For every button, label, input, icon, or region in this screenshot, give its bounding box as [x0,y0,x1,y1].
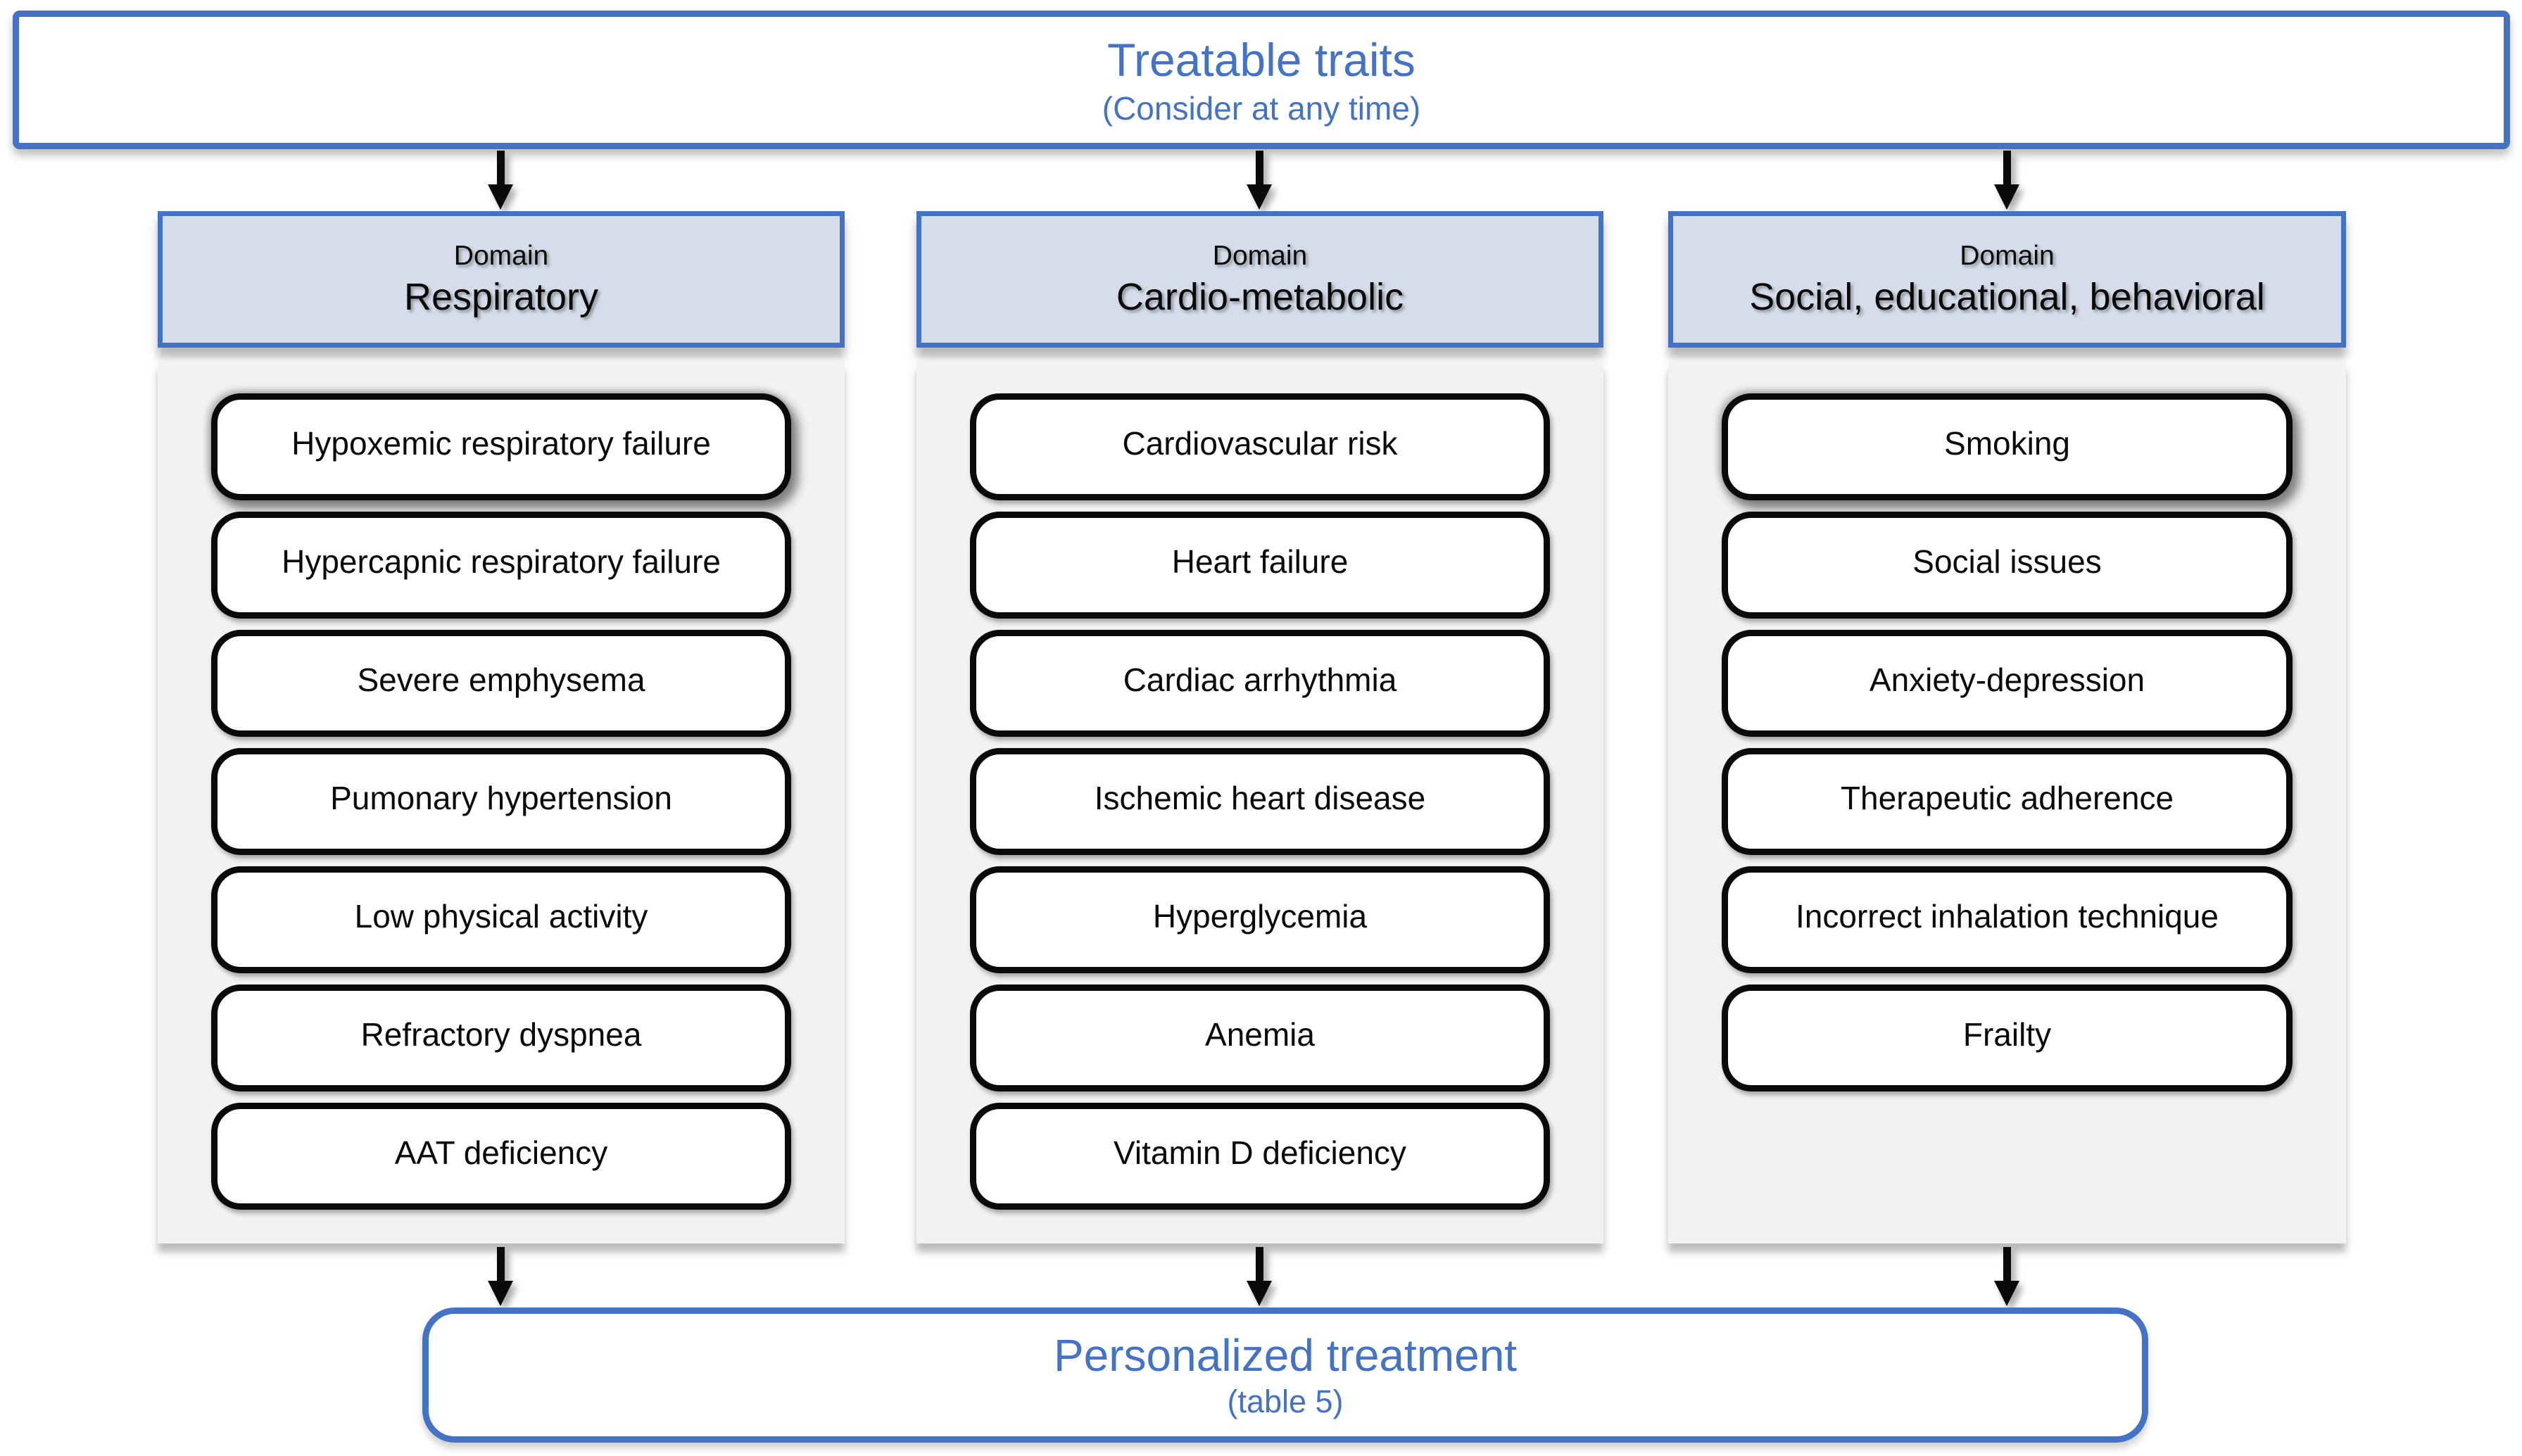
diagram-subtitle: (Consider at any time) [1102,89,1421,127]
trait-box: Cardiac arrhythmia [970,630,1550,737]
trait-box: Hyperglycemia [970,866,1550,973]
arrow-stem [1255,1247,1263,1281]
trait-box: Vitamin D deficiency [970,1103,1550,1210]
trait-box: AAT deficiency [211,1103,791,1210]
trait-box: Frailty [1722,985,2293,1091]
trait-box: Anxiety-depression [1722,630,2293,737]
domain-header-cardio-metabolic: Domain Cardio-metabolic [916,211,1603,348]
arrow-down-icon [488,151,513,210]
arrow-head [1994,184,2019,210]
arrow-stem [2003,1247,2011,1281]
trait-box: Cardiovascular risk [970,393,1550,500]
trait-box: Anemia [970,985,1550,1091]
arrow-down-icon [1994,1247,2019,1306]
trait-box: Smoking [1722,393,2293,500]
arrow-head [1994,1281,2019,1306]
arrow-down-icon [1247,1247,1272,1306]
arrow-stem [496,1247,505,1281]
diagram-title: Treatable traits [1107,33,1416,86]
trait-box: Ischemic heart disease [970,748,1550,855]
trait-box: Therapeutic adherence [1722,748,2293,855]
domain-header-respiratory: Domain Respiratory [158,211,845,348]
arrow-head [1247,1281,1272,1306]
domain-header-social-educational-behavioral: Domain Social, educational, behavioral [1668,211,2346,348]
arrow-head [488,1281,513,1306]
column-social-educational-behavioral: Domain Social, educational, behavioral S… [1668,211,2346,1243]
domain-name: Social, educational, behavioral [1749,276,2265,318]
trait-box: Incorrect inhalation technique [1722,866,2293,973]
arrow-down-icon [1994,151,2019,210]
domain-name: Respiratory [403,276,599,318]
treatable-traits-box: Treatable traits (Consider at any time) [13,11,2510,149]
personalized-treatment-title: Personalized treatment [1053,1330,1518,1381]
arrow-stem [2003,151,2011,184]
column-respiratory: Domain Respiratory Hypoxemic respiratory… [158,211,845,1243]
trait-box: Social issues [1722,512,2293,619]
trait-box: Low physical activity [211,866,791,973]
personalized-treatment-subtitle: (table 5) [1227,1384,1344,1419]
column-cardio-metabolic: Domain Cardio-metabolic Cardiovascular r… [916,211,1603,1243]
trait-box: Heart failure [970,512,1550,619]
arrow-down-icon [1247,151,1272,210]
trait-box: Refractory dyspnea [211,985,791,1091]
domain-label: Domain [1960,241,2055,271]
arrow-stem [1255,151,1263,184]
trait-box: Hypercapnic respiratory failure [211,512,791,619]
arrow-head [488,184,513,210]
trait-box: Hypoxemic respiratory failure [211,393,791,500]
arrow-down-icon [488,1247,513,1306]
domain-label: Domain [1212,241,1308,271]
domain-label: Domain [453,241,549,271]
arrow-stem [496,151,505,184]
domain-name: Cardio-metabolic [1116,276,1404,318]
trait-box: Severe emphysema [211,630,791,737]
personalized-treatment-box: Personalized treatment (table 5) [422,1308,2148,1443]
trait-box: Pumonary hypertension [211,748,791,855]
arrow-head [1247,184,1272,210]
